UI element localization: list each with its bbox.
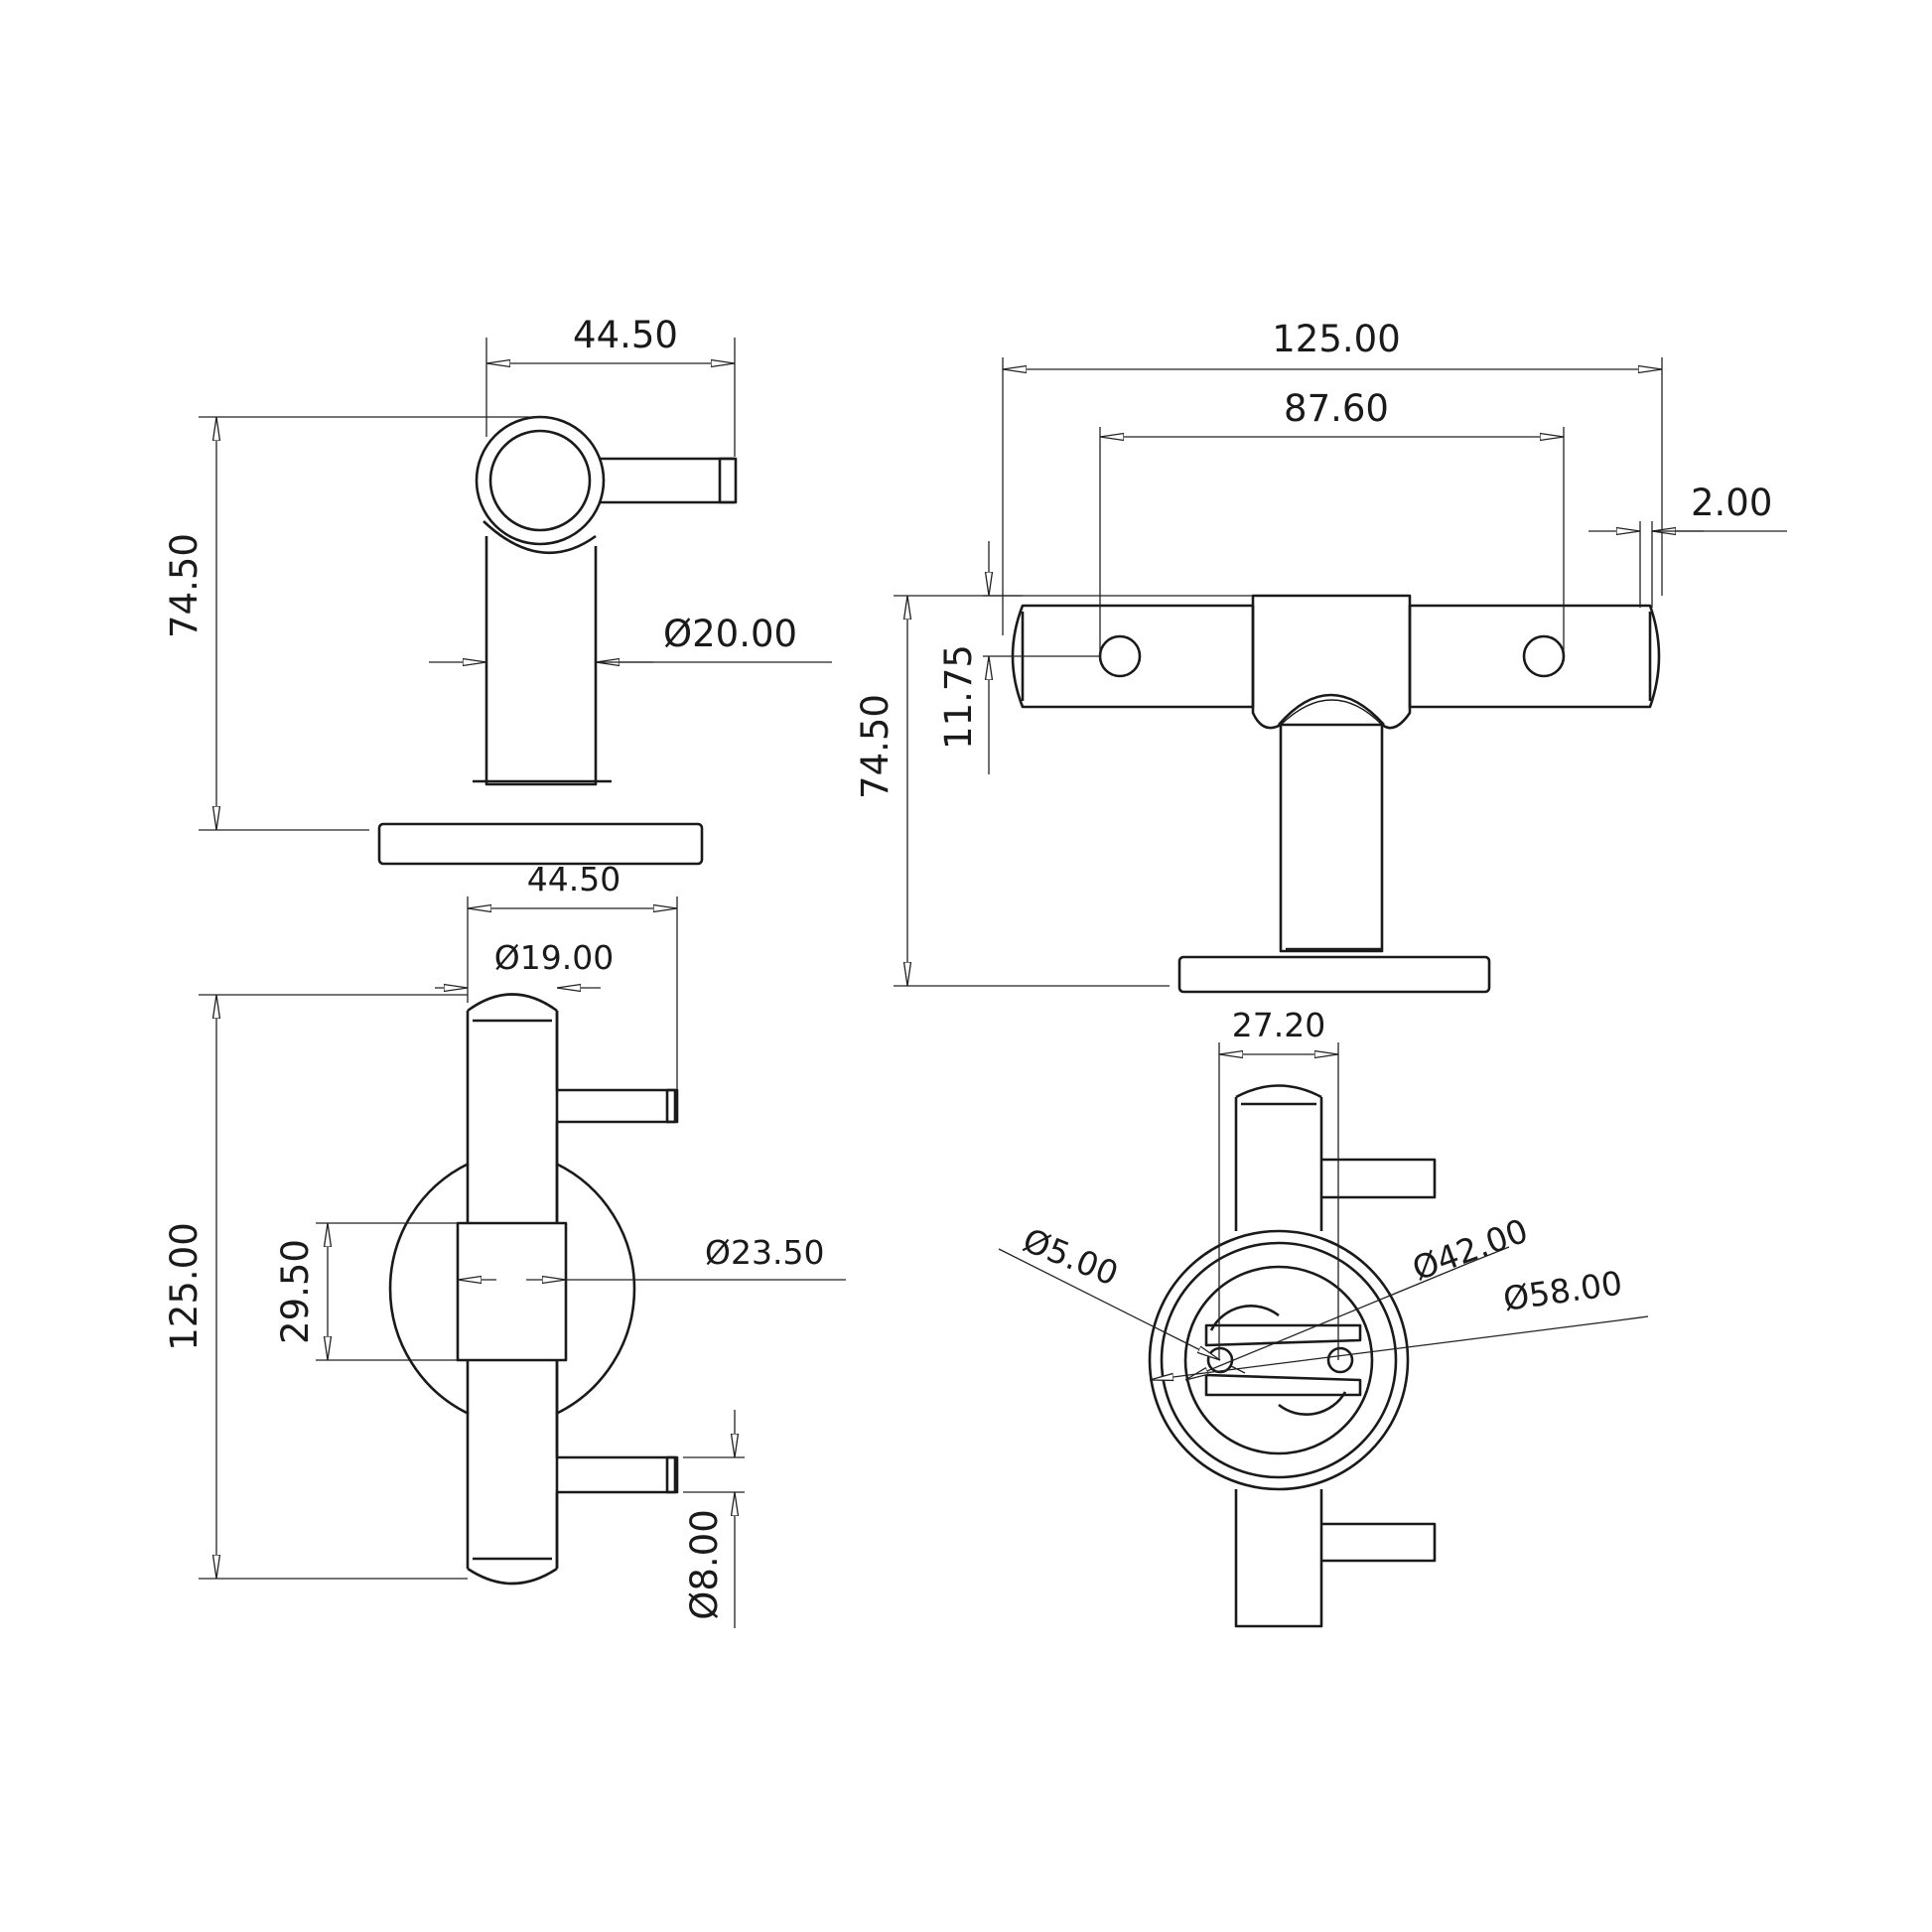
front-width-label: 125.00	[1272, 318, 1400, 360]
top-width-label: 44.50	[527, 860, 621, 898]
side-tube-dia-label: Ø20.00	[663, 613, 797, 655]
top-collar-label: 29.50	[274, 1239, 317, 1344]
front-bar-height-label: 11.75	[937, 644, 980, 750]
bottom-view: 27.20 Ø5.00 Ø42.00 Ø58.00	[998, 1006, 1649, 1628]
top-pin-dia-label: Ø8.00	[683, 1509, 726, 1620]
bottom-hole-dia-label: Ø5.00	[1018, 1220, 1124, 1293]
top-view: 44.50 Ø19.00 125.00 29.50 Ø23.50 Ø8.00	[163, 860, 846, 1628]
front-chamfer-label: 2.00	[1691, 482, 1772, 524]
bottom-inner-dia-label: Ø42.00	[1407, 1211, 1533, 1289]
side-height-label: 74.50	[163, 533, 206, 638]
front-hole-spacing-label: 87.60	[1284, 387, 1389, 430]
side-view: 44.50 74.50 Ø20.00	[163, 314, 832, 866]
bottom-width-label: 27.20	[1232, 1006, 1325, 1044]
top-bar-dia-label: Ø19.00	[494, 938, 614, 977]
top-length-label: 125.00	[163, 1222, 206, 1350]
bottom-outer-dia-label: Ø58.00	[1501, 1264, 1625, 1318]
side-width-label: 44.50	[573, 314, 678, 356]
top-collar-dia-label: Ø23.50	[705, 1233, 824, 1272]
front-view: 125.00 87.60 2.00 11.75 74.50	[854, 318, 1787, 994]
front-height-label: 74.50	[854, 694, 897, 799]
